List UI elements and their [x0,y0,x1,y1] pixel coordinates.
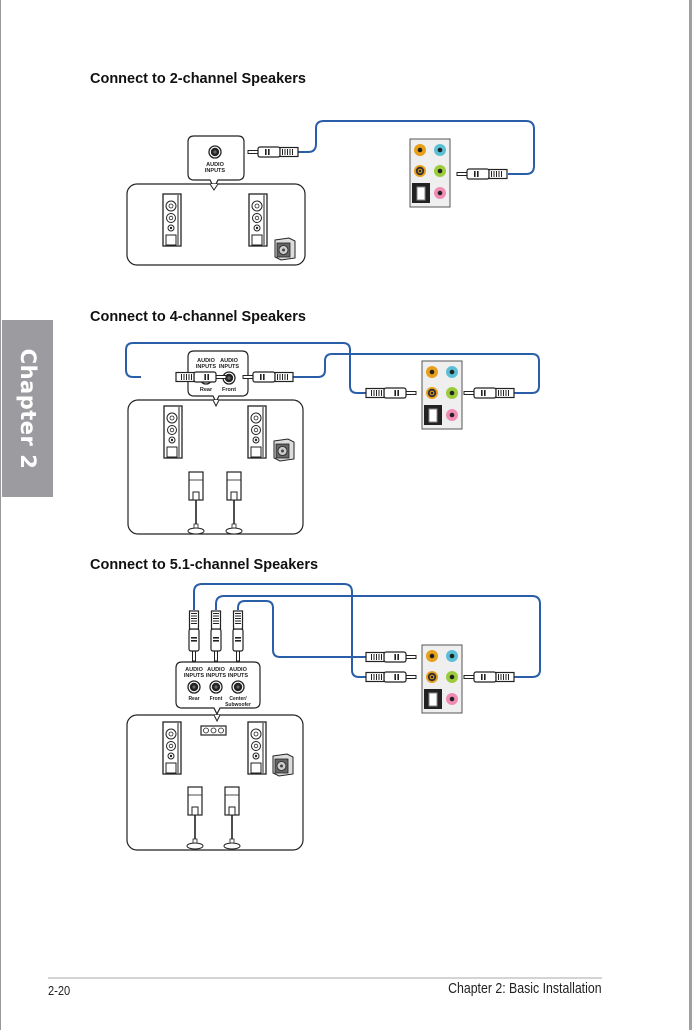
audio-cable-rear [125,342,366,394]
section-title-4ch: Connect to 4-channel Speakers [90,309,306,325]
audio-input-jack [208,145,222,159]
input-label-line2: INPUTS [205,168,226,174]
input-sublabel-center: Center/ [229,696,247,702]
audio-cable-front [215,595,541,678]
audio-input-jack-center-sub [231,680,245,694]
speaker-front-left [162,721,182,775]
speaker-center [200,725,227,736]
footer-chapter-title: Chapter 2: Basic Installation [448,981,602,997]
input-label-line1: AUDIO [206,162,224,168]
rear-io-audio-panel [409,138,451,208]
input-label-line2: INPUTS [196,364,217,370]
input-label-line1: AUDIO [185,667,203,673]
subwoofer-icon [274,237,296,261]
speaker-input-box: AUDIO INPUTS Rear AUDIO INPUTS Front AUD… [175,661,261,716]
subwoofer-icon [272,753,294,777]
audio-plug [365,651,417,663]
speaker-front-left [163,405,183,459]
audio-cable [298,120,535,175]
subwoofer-icon [273,438,295,462]
audio-plug [456,168,508,180]
section-title-2ch: Connect to 2-channel Speakers [90,71,306,87]
audio-input-jack-front [209,680,223,694]
input-label-line1: AUDIO [207,667,225,673]
speaker-input-box: AUDIO INPUTS [187,135,245,190]
input-label-line2: INPUTS [228,673,249,679]
input-sublabel-front: Front [222,387,236,393]
speaker-front-right [248,193,268,247]
input-sublabel-front: Front [210,696,223,702]
section-title-51ch: Connect to 5.1-channel Speakers [90,557,319,573]
audio-plug [232,610,244,662]
rear-io-audio-panel [421,644,463,714]
audio-plug [463,387,515,399]
input-label-line2: INPUTS [206,673,227,679]
audio-cable-center-sub [237,600,366,658]
audio-plug [210,610,222,662]
input-sublabel-subwoofer: Subwoofer [225,702,251,708]
diagram-51ch: AUDIO INPUTS Rear AUDIO INPUTS Front AUD… [126,583,541,851]
audio-plug [365,671,417,683]
input-label-line2: INPUTS [219,364,240,370]
speaker-front-right [247,721,267,775]
footer-divider [48,977,602,979]
audio-cable-front [293,353,540,394]
rear-io-audio-panel [421,360,463,430]
speaker-front-right [247,405,267,459]
diagram-2ch: AUDIO INPUTS [126,120,535,266]
page-number: 2-20 [48,983,71,998]
chapter-tab: Chapter 2 [2,320,53,497]
audio-plug [242,371,294,383]
audio-plug [463,671,515,683]
input-label-line1: AUDIO [220,358,238,364]
audio-plug [247,146,299,158]
page-left-edge [0,0,1,1030]
diagram-4ch: AUDIO INPUTS Rear AUDIO INPUTS Front [125,342,540,535]
audio-input-jack-rear [187,680,201,694]
audio-cable-rear [193,583,366,678]
input-label-line1: AUDIO [229,667,247,673]
speaker-set-box [127,399,304,535]
input-label-line2: INPUTS [184,673,205,679]
input-sublabel-rear: Rear [188,696,199,702]
speaker-front-left [162,193,182,247]
input-label-line1: AUDIO [197,358,215,364]
input-sublabel-rear: Rear [200,387,213,393]
page-right-edge [689,0,692,1030]
audio-plug [188,610,200,662]
audio-plug [365,387,417,399]
